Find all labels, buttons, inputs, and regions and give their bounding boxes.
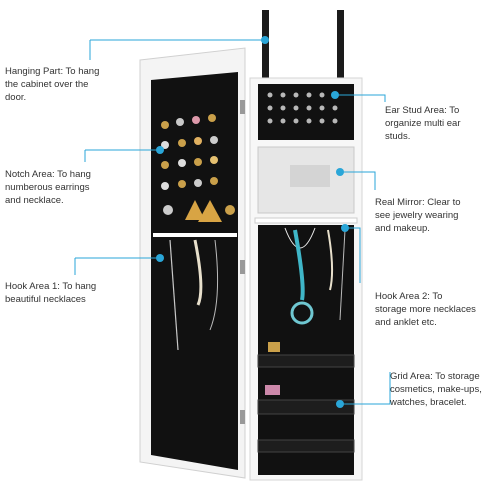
callout-hanging-part: Hanging Part: To hang the cabinet over t… [5,65,135,104]
callout-line: and necklace. [5,195,64,206]
callout-line: Hook Area 1: To hang [5,281,97,292]
callout-ear-stud-area: Ear Stud Area: To organize multi ear stu… [385,104,497,143]
cabinet-body [249,77,363,481]
callout-line: cosmetics, make-ups, [390,384,482,395]
callout-line: Hanging Part: To hang [5,66,100,77]
callout-line: Hook Area 2: To [375,291,443,302]
callout-line: beautiful necklaces [5,294,86,305]
callout-line: Notch Area: To hang [5,169,91,180]
earring-notch-pad [161,114,235,222]
callout-line: and anklet etc. [375,317,437,328]
callout-line: organize multi ear [385,118,461,129]
callout-line: Real Mirror: Clear to [375,197,461,208]
callout-line: storage more necklaces [375,304,476,315]
callout-line: the cabinet over the [5,79,89,90]
door-hook-rail [153,233,237,237]
callout-line: Grid Area: To storage [390,371,480,382]
callout-line: see jewelry wearing [375,210,459,221]
callout-line: studs. [385,131,411,142]
callout-lines [74,39,391,405]
callout-dots [156,36,349,408]
callout-line: and makeup. [375,223,430,234]
callout-hook-area-1: Hook Area 1: To hang beautiful necklaces [5,280,135,306]
callout-line: door. [5,92,27,103]
hanging-strap-right [337,10,344,85]
callout-line: numberous earrings [5,182,90,193]
callout-real-mirror: Real Mirror: Clear to see jewelry wearin… [375,196,497,235]
callout-notch-area: Notch Area: To hang numberous earrings a… [5,168,135,207]
callout-grid-area: Grid Area: To storage cosmetics, make-up… [390,370,497,409]
callout-line: watches, bracelet. [390,397,467,408]
cabinet-door [139,47,246,479]
hanging-strap-left [262,10,269,85]
callout-hook-area-2: Hook Area 2: To storage more necklaces a… [375,290,497,329]
body-hook-rail [254,217,358,224]
callout-line: Ear Stud Area: To [385,105,460,116]
ear-stud-area [258,84,354,140]
